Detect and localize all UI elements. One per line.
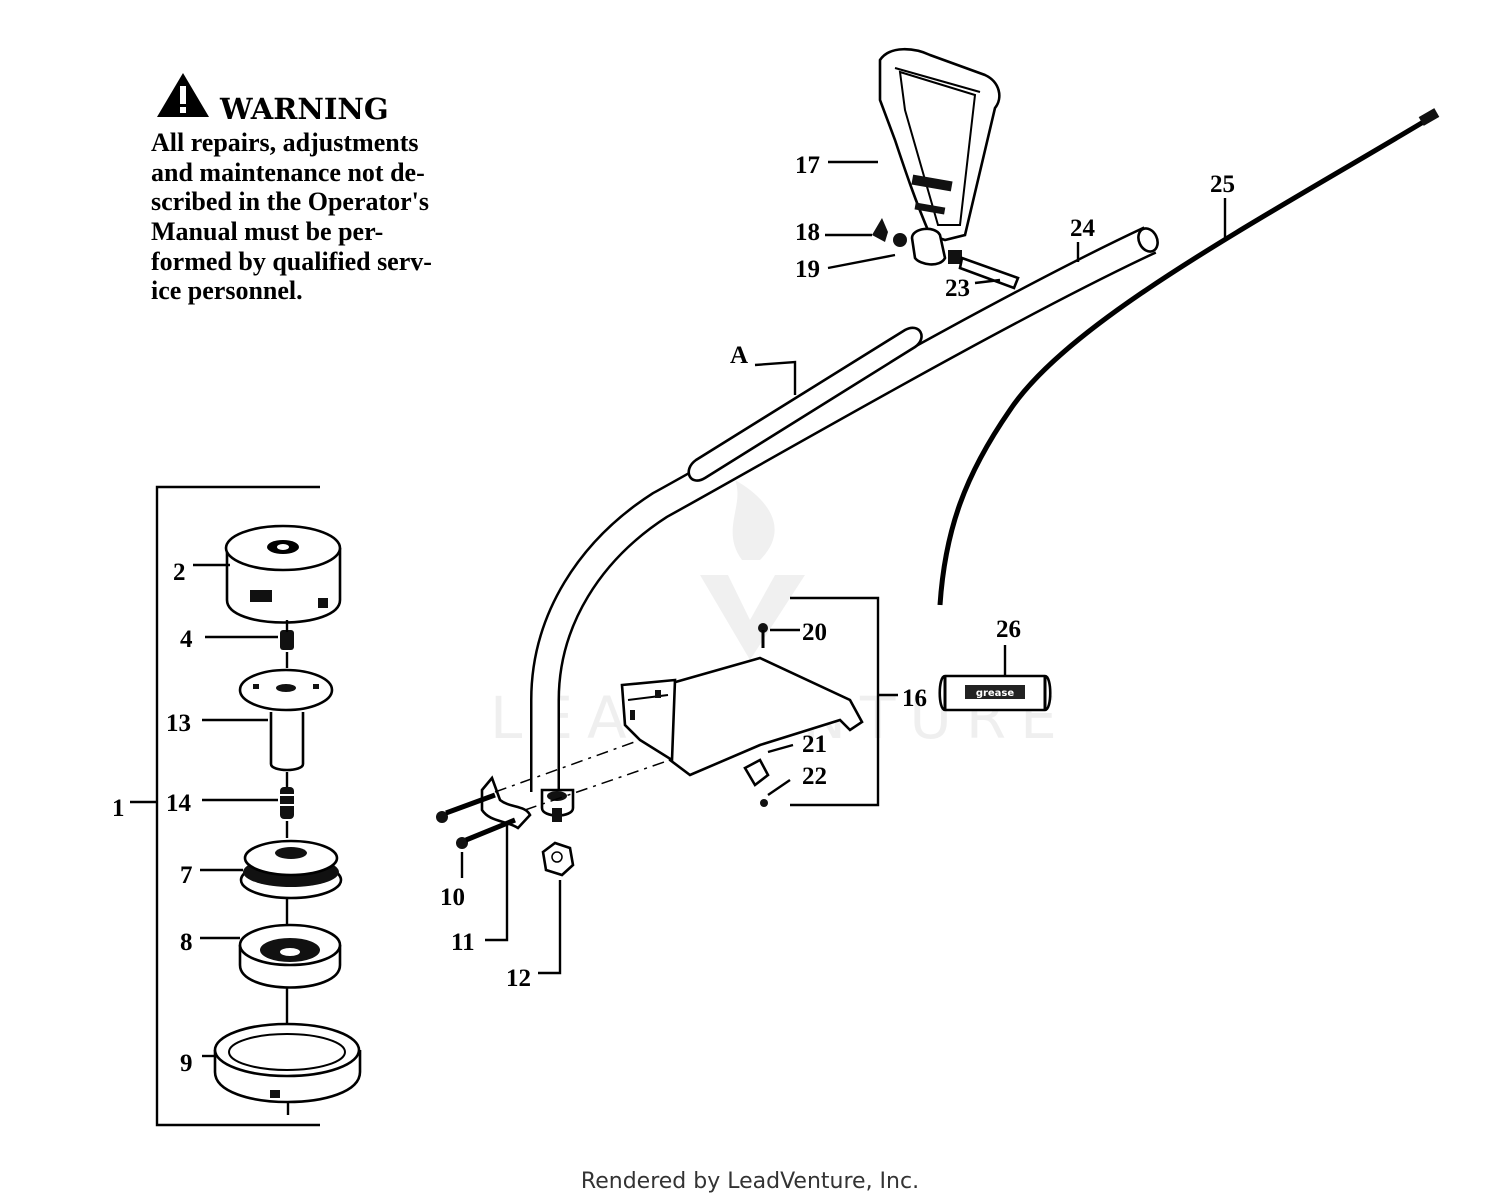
part-11-clamp bbox=[480, 775, 532, 830]
warning-line-3: scribed in the Operator's bbox=[151, 187, 429, 216]
part-9-retainer-ring bbox=[213, 1022, 362, 1104]
assembly-bracket bbox=[155, 485, 320, 1127]
part-20-screw bbox=[758, 623, 768, 648]
part-25-drive-cable bbox=[937, 108, 1440, 606]
part-19-washer bbox=[893, 233, 907, 247]
callout-24: 24 bbox=[1070, 215, 1096, 242]
callout-25: 25 bbox=[1210, 171, 1235, 198]
part-24-shaft bbox=[530, 226, 1159, 822]
callout-2: 2 bbox=[173, 559, 186, 586]
warning-title: WARNING bbox=[219, 92, 389, 126]
warning-block: WARNING All repairs, adjustments and mai… bbox=[151, 73, 432, 305]
warning-line-2: and maintenance not de- bbox=[151, 158, 425, 187]
warning-line-1: All repairs, adjustments bbox=[151, 128, 418, 157]
callout-14: 14 bbox=[166, 790, 192, 817]
callout-23: 23 bbox=[945, 275, 970, 302]
callout-8: 8 bbox=[180, 929, 193, 956]
callout-13: 13 bbox=[166, 710, 191, 737]
part-8-hub bbox=[238, 923, 342, 989]
part-21-clip bbox=[743, 758, 770, 787]
callout-20: 20 bbox=[802, 619, 827, 646]
part-a-shaft-cover bbox=[687, 326, 923, 482]
warning-line-4: Manual must be per- bbox=[151, 217, 383, 246]
grease-label: grease bbox=[976, 688, 1015, 699]
trimmer-head-assembly bbox=[155, 485, 362, 1127]
callout-11: 11 bbox=[451, 929, 475, 956]
part-4-nut bbox=[280, 630, 294, 650]
footer-credit: Rendered by LeadVenture, Inc. bbox=[581, 1169, 919, 1194]
callout-22: 22 bbox=[802, 763, 827, 790]
callout-21: 21 bbox=[802, 731, 827, 758]
part-12-hex-nut bbox=[541, 841, 575, 877]
callout-17: 17 bbox=[795, 152, 820, 179]
warning-line-6: ice personnel. bbox=[151, 276, 303, 305]
part-22-nut bbox=[760, 799, 768, 807]
callout-16: 16 bbox=[902, 685, 927, 712]
callout-4: 4 bbox=[180, 626, 193, 653]
part-26-grease-tube: grease bbox=[938, 674, 1052, 712]
callout-26: 26 bbox=[996, 616, 1021, 643]
part-16-deflector bbox=[620, 596, 880, 807]
callout-7: 7 bbox=[180, 862, 193, 889]
callout-a: A bbox=[730, 342, 748, 369]
alignment-lines bbox=[494, 739, 671, 811]
callout-1: 1 bbox=[112, 795, 125, 822]
callout-19: 19 bbox=[795, 256, 820, 283]
warning-line-5: formed by qualified serv- bbox=[151, 247, 432, 276]
part-13-arbor bbox=[238, 668, 334, 772]
part-23-bolt bbox=[948, 250, 1020, 290]
part-17-handle bbox=[878, 47, 1001, 266]
callout-10: 10 bbox=[440, 884, 465, 911]
part-14-screw bbox=[280, 787, 294, 819]
part-18-wing-nut bbox=[872, 218, 888, 242]
leader-lines bbox=[130, 160, 1227, 1058]
part-2-cover bbox=[224, 524, 342, 624]
part-7-spool bbox=[239, 839, 343, 900]
callout-labels: 2 4 13 14 1 7 8 9 17 18 19 23 24 25 A 20… bbox=[112, 152, 1235, 1077]
callout-9: 9 bbox=[180, 1050, 193, 1077]
warning-triangle-icon bbox=[157, 73, 209, 117]
callout-18: 18 bbox=[795, 219, 820, 246]
callout-12: 12 bbox=[506, 965, 531, 992]
